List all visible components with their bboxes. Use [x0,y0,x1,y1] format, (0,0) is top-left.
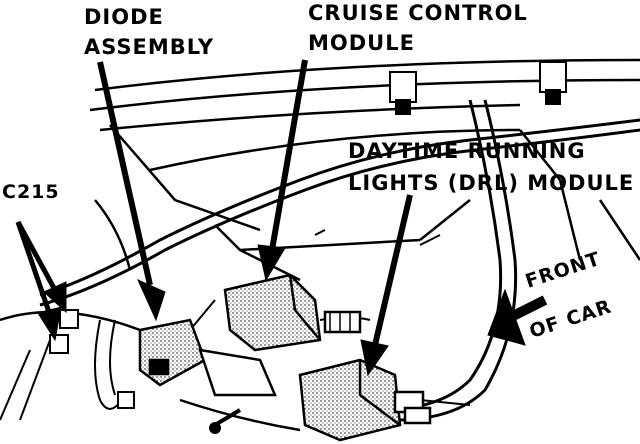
cruise-label-line2: MODULE [308,31,415,55]
diode-label-line2: ASSEMBLY [84,35,214,59]
diode-label-line1: DIODE [84,5,164,29]
diode-assembly [138,318,277,397]
connectors [49,309,242,434]
cruise-label-line1: CRUISE CONTROL [308,1,528,25]
front-of-car-label-line1: FRONT [523,248,604,293]
cruise-control-module [223,273,362,352]
drl-label-line1: DAYTIME RUNNING [348,139,586,163]
callout-labels: DIODE ASSEMBLY CRUISE CONTROL MODULE DAY… [2,1,634,343]
pointer-arrows [15,59,548,377]
harness-clips [389,61,567,115]
body-panel-lines [0,58,640,432]
drl-label-line2: LIGHTS (DRL) MODULE [348,171,634,195]
c215-label: C215 [2,181,60,203]
drl-module [298,358,432,442]
